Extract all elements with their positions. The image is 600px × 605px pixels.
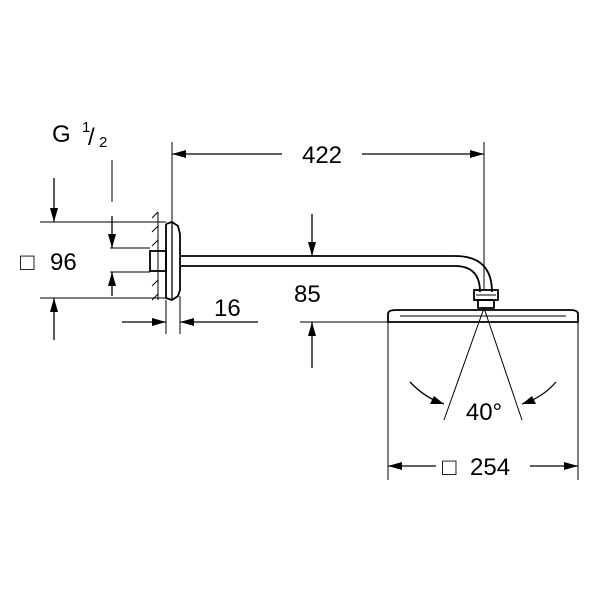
head-square-symbol: □ [442, 454, 457, 481]
spray-angle-label: 40° [466, 399, 502, 426]
dimension-arm-length: 422 [171, 142, 485, 290]
arm-length-label: 422 [302, 142, 342, 169]
thread-dimension: G 1 / 2 [52, 119, 150, 296]
head-size-label: 254 [470, 454, 510, 481]
head-size-dimension: □ 254 [387, 322, 579, 481]
spray-angle-dimension: 40° [409, 307, 557, 426]
dimension-flange-depth: 16 [122, 295, 258, 334]
thread-prefix-label: G [52, 121, 71, 148]
flange-depth-label: 16 [214, 295, 241, 322]
thread-denominator-label: 2 [99, 134, 107, 151]
wall-flange [149, 211, 181, 301]
dimension-drop-height: 85 [294, 214, 388, 368]
flange-square-symbol: □ [20, 249, 35, 276]
flange-size-label: 96 [50, 249, 77, 276]
flange-size-dimension: □ 96 [20, 178, 166, 340]
shower-head [387, 309, 579, 323]
drop-height-label: 85 [294, 281, 321, 308]
thread-numerator-label: 1 [82, 119, 90, 136]
thread-fraction-slash: / [88, 124, 95, 151]
